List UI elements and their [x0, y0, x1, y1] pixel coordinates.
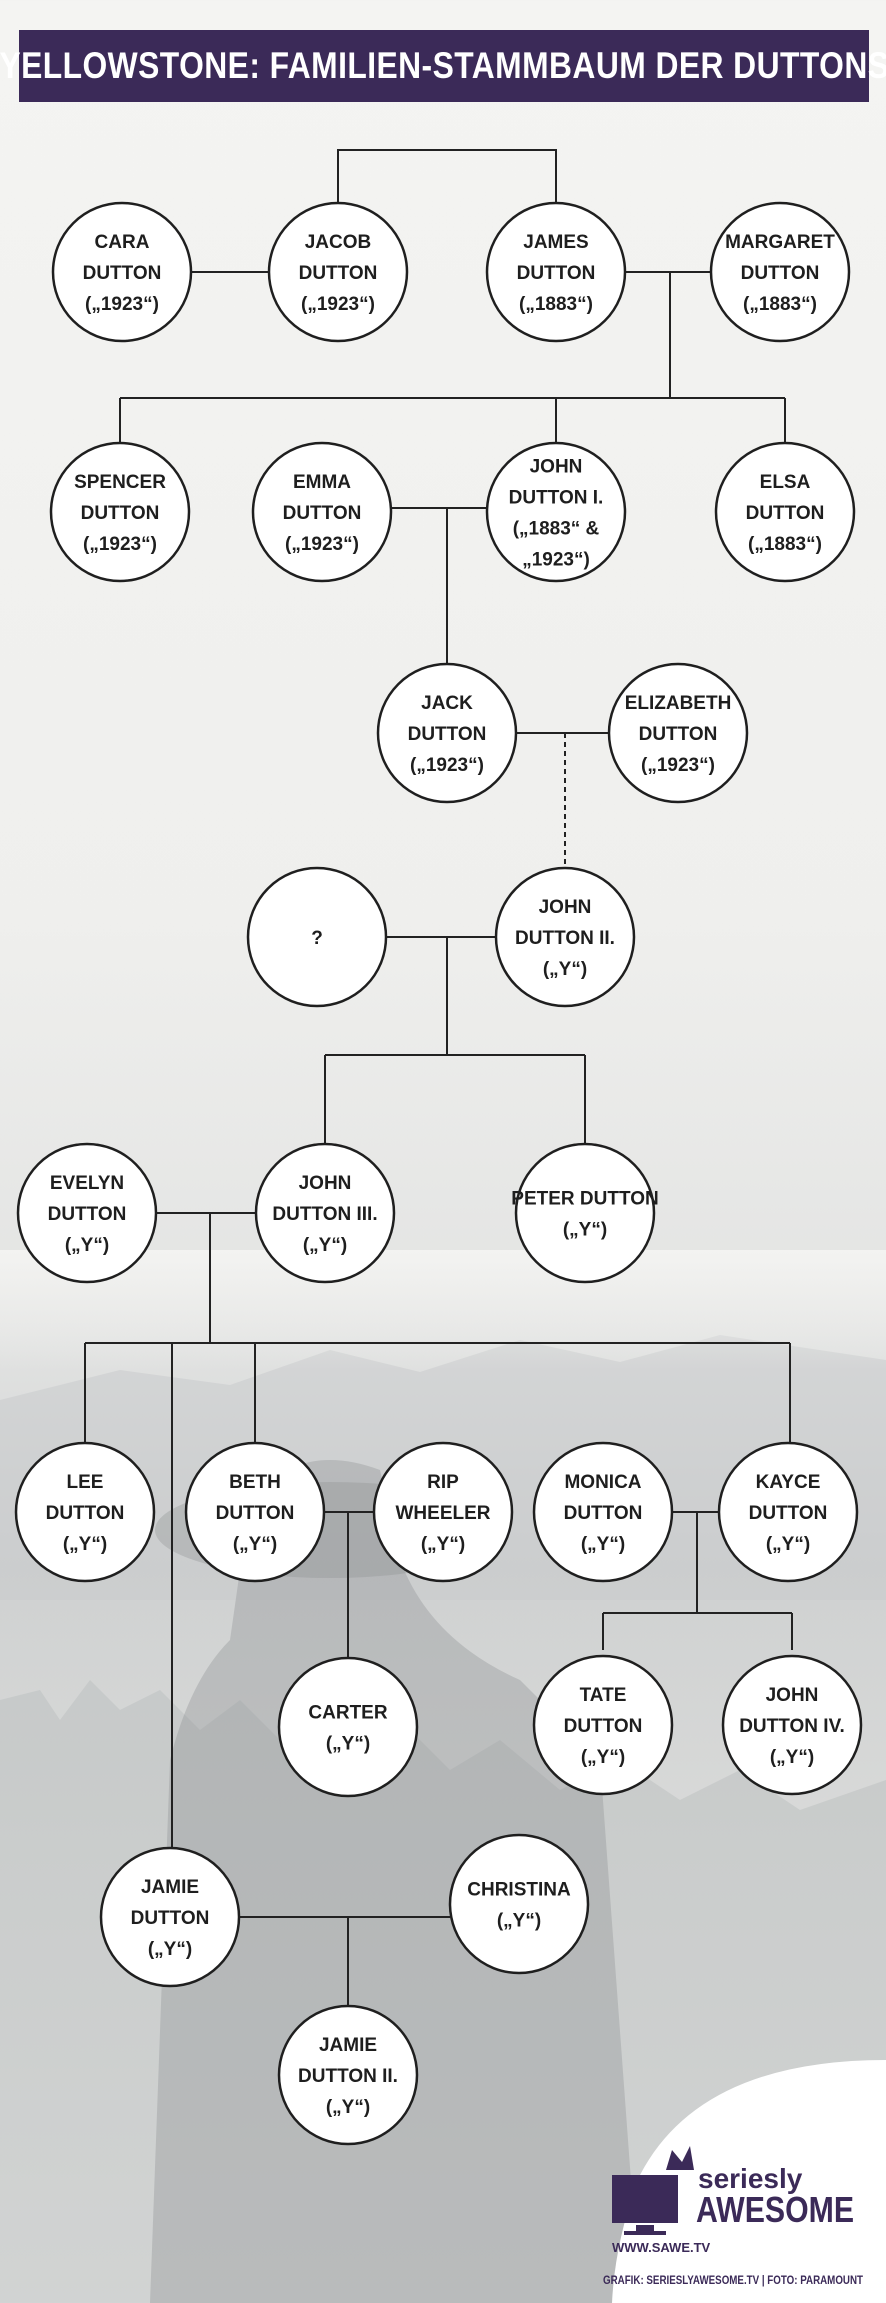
logo-brand-big: AWESOME: [696, 2189, 854, 2230]
photo-credit: GRAFIK: SERIESLYAWESOME.TV | FOTO: PARAM…: [603, 2273, 864, 2287]
logo-url: WWW.SAWE.TV: [612, 2240, 711, 2255]
